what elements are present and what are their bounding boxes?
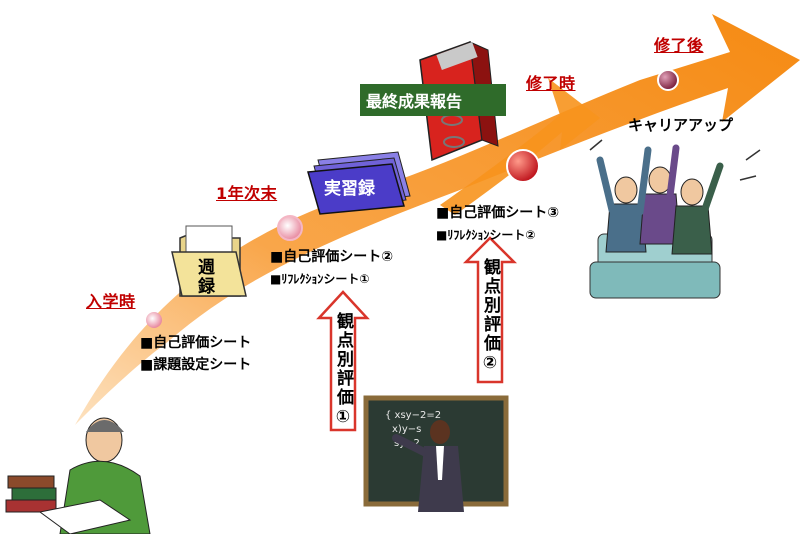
practice-record-label: 実習録: [324, 179, 375, 199]
final-report-label-bg: [360, 84, 506, 116]
milestone-dot-after: [657, 69, 679, 91]
celebrating-people-icon: [589, 139, 761, 299]
milestone-dot-entry: [146, 312, 162, 328]
completion-doc-self-eval: ■自己評価シート③: [436, 205, 560, 221]
year1-doc-reflection: ■ﾘﾌﾚｸｼｮﾝシート①: [270, 272, 370, 286]
milestone-dot-year1: [277, 215, 303, 241]
milestone-entry-label: 入学時: [86, 292, 136, 311]
year1-doc-self-eval: ■自己評価シート②: [270, 249, 394, 265]
evaluation-arrow-1: [316, 290, 370, 432]
practice-folder-icon: [307, 151, 411, 215]
folder-icon: [171, 225, 247, 297]
career-up-label: キャリアアップ: [628, 116, 734, 134]
final-report-label: 最終成果報告: [366, 92, 463, 111]
weekly-record-label: 週録: [194, 258, 214, 296]
milestone-completion-label: 修了時: [526, 74, 576, 93]
completion-doc-reflection: ■ﾘﾌﾚｸｼｮﾝシート②: [436, 228, 536, 242]
evaluation-1-label: 観点別評価①: [333, 312, 353, 429]
milestone-after-label: 修了後: [654, 36, 704, 55]
svg-text:{ xsy−2=2: { xsy−2=2: [385, 410, 441, 421]
student-reading-icon: [5, 417, 151, 534]
teacher-blackboard-icon: { xsy−2=2 x)y−s sy−2: [363, 395, 509, 512]
entry-doc-self-eval: ■自己評価シート: [140, 335, 252, 351]
career-path-arrow: [75, 14, 800, 425]
milestone-dot-completion: [506, 149, 540, 183]
svg-text:x)y−s: x)y−s: [392, 424, 421, 435]
evaluation-2-label: 観点別評価②: [480, 258, 500, 375]
career-path-arrow-lower: [440, 78, 600, 215]
entry-doc-task-setting: ■課題設定シート: [140, 357, 252, 373]
evaluation-arrow-2: [462, 236, 518, 384]
milestone-year1-label: 1年次末: [216, 184, 278, 203]
